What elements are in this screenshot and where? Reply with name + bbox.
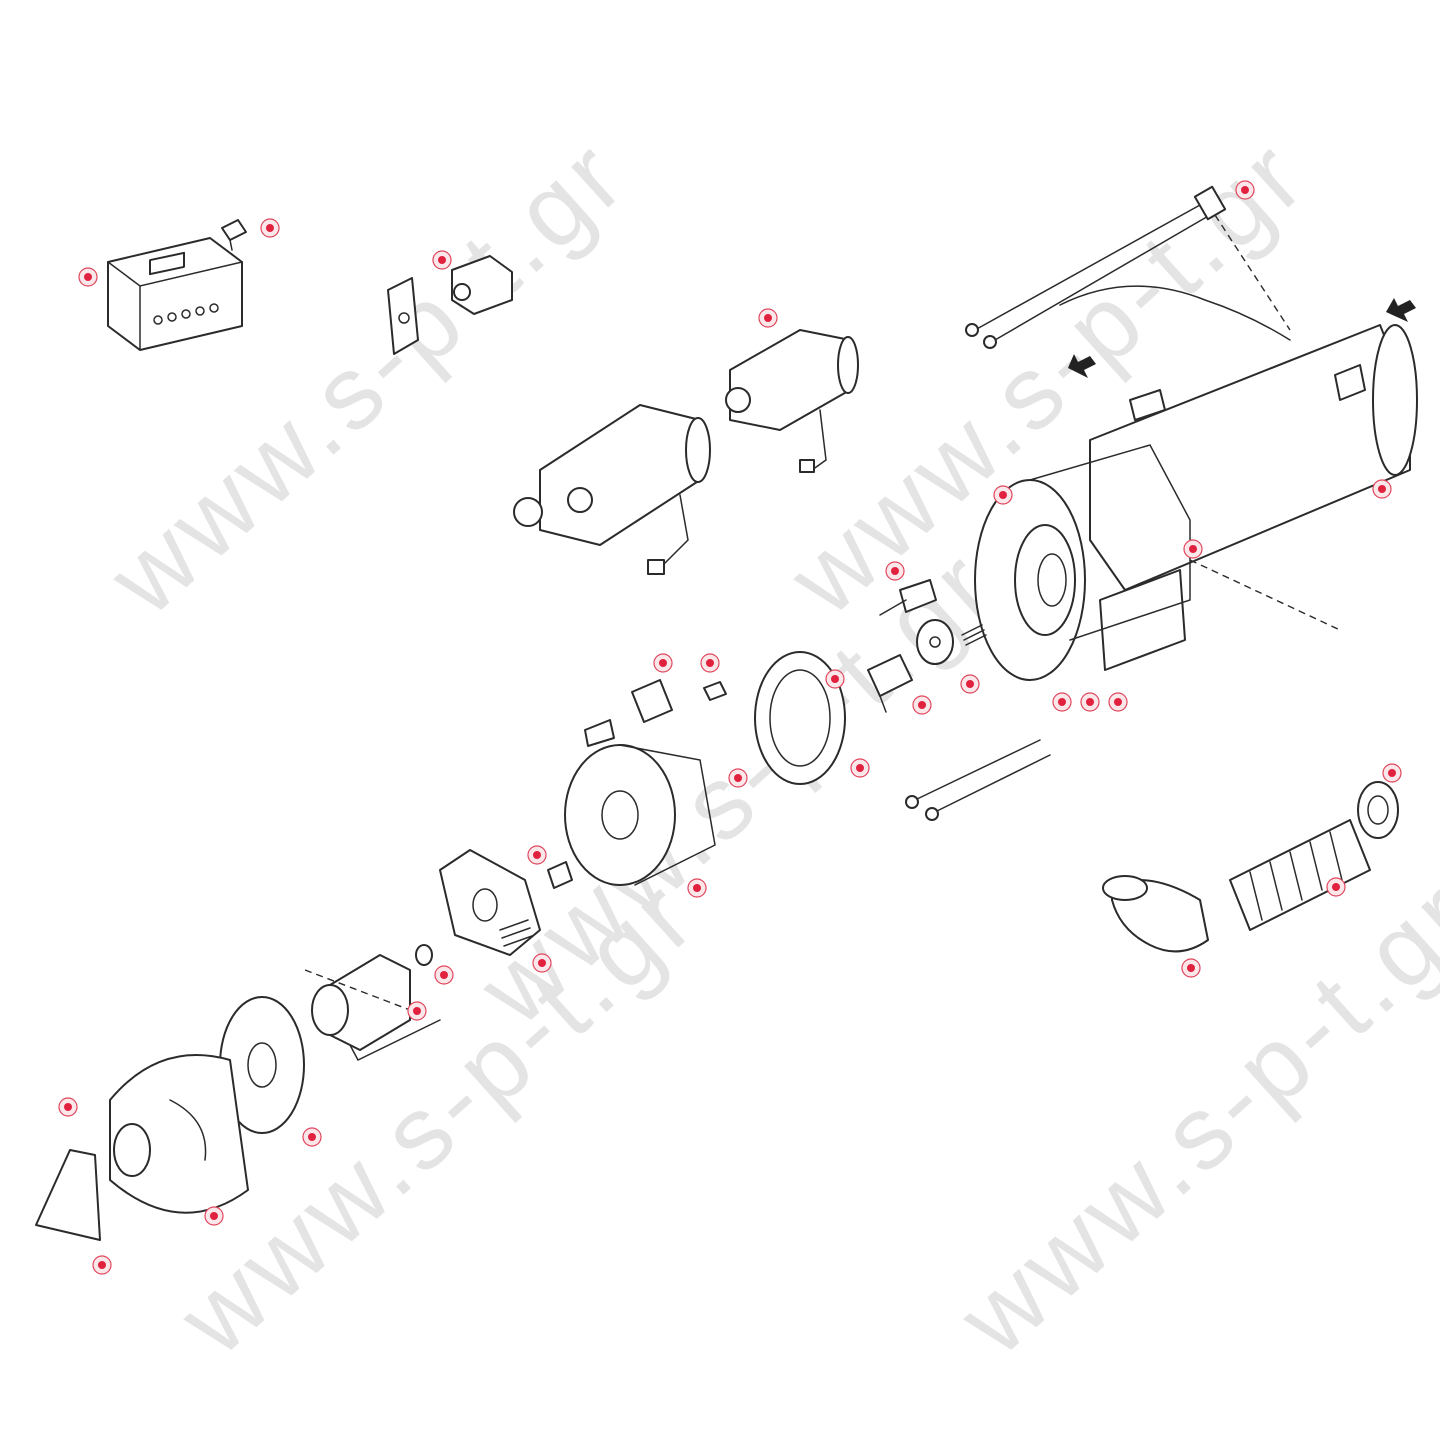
hotspot-fan-wheel[interactable]: [302, 1127, 322, 1147]
hotspot-dot-icon: [438, 256, 446, 264]
relay-bracket: [387, 277, 419, 355]
end-sleeve: [1357, 781, 1399, 839]
hotspot-fuel-pump-top[interactable]: [758, 308, 778, 328]
hotspot-dot-icon: [64, 1103, 72, 1111]
cap: [35, 1149, 101, 1241]
hotspot-bolt-3[interactable]: [1108, 692, 1128, 712]
flexible-hose: [1229, 819, 1371, 931]
hotspot-dot-icon: [764, 314, 772, 322]
valve: [867, 654, 913, 713]
hotspot-dot-icon: [1378, 485, 1386, 493]
control-panel: [107, 237, 243, 351]
hotspot-dot-icon: [1114, 698, 1122, 706]
hotspot-dot-icon: [1332, 883, 1340, 891]
hotspot-dot-icon: [413, 1007, 421, 1015]
hotspot-dot-icon: [538, 959, 546, 967]
hotspot-dot-icon: [999, 491, 1007, 499]
hotspot-disc[interactable]: [960, 674, 980, 694]
hotspot-clip[interactable]: [728, 768, 748, 788]
hotspot-dot-icon: [98, 1261, 106, 1269]
hotspot-dot-icon: [1058, 698, 1066, 706]
hotspot-burner-head[interactable]: [687, 878, 707, 898]
hotspot-circuit-board[interactable]: [532, 953, 552, 973]
sensor-t: [879, 579, 937, 616]
hotspot-terminal[interactable]: [700, 653, 720, 673]
hotspot-dot-icon: [210, 1212, 218, 1220]
hotspot-glow-plug-cable[interactable]: [1235, 180, 1255, 200]
hotspot-sensor-t[interactable]: [885, 561, 905, 581]
hotspot-dot-icon: [1086, 698, 1094, 706]
hotspot-dot-icon: [1187, 964, 1195, 972]
hotspot-control-unit[interactable]: [653, 653, 673, 673]
hotspot-dot-icon: [734, 774, 742, 782]
tie-rods: [905, 739, 1051, 821]
hotspot-dot-icon: [440, 971, 448, 979]
watermark-text-1: www.s-p-t.gr: [87, 116, 648, 638]
motor: [304, 954, 441, 1061]
hotspot-bolt-2[interactable]: [1080, 692, 1100, 712]
terminal: [703, 681, 727, 701]
hotspot-valve[interactable]: [825, 669, 845, 689]
spring: [961, 624, 987, 646]
circuit-board: [439, 849, 541, 956]
hotspot-sensor-plug[interactable]: [527, 845, 547, 865]
hotspot-dot-icon: [533, 851, 541, 859]
hotspot-dot-icon: [84, 273, 92, 281]
hotspot-gasket-ring[interactable]: [850, 758, 870, 778]
hotspot-dot-icon: [966, 680, 974, 688]
hotspot-dot-icon: [266, 224, 274, 232]
hotspot-cap[interactable]: [92, 1255, 112, 1275]
elbow-pipe: [1102, 875, 1209, 953]
hotspot-dot-icon: [659, 659, 667, 667]
hotspot-dot-icon: [918, 701, 926, 709]
hotspot-small-connector[interactable]: [260, 218, 280, 238]
glow-plug-cable: [965, 185, 1291, 349]
hotspot-control-panel[interactable]: [78, 267, 98, 287]
arrow-icon-right: [1386, 298, 1416, 322]
hotspot-flexible-hose[interactable]: [1326, 877, 1346, 897]
hotspot-dot-icon: [891, 567, 899, 575]
hotspot-cover-top[interactable]: [58, 1097, 78, 1117]
hotspot-dot-icon: [856, 764, 864, 772]
hotspot-gasket-large[interactable]: [1183, 539, 1203, 559]
hotspot-end-sleeve[interactable]: [1382, 763, 1402, 783]
cover-housing: [109, 1054, 249, 1214]
burner-head: [564, 719, 716, 886]
hotspot-dot-icon: [831, 675, 839, 683]
hotspot-dot-icon: [1189, 545, 1197, 553]
hotspot-dot-icon: [1241, 186, 1249, 194]
arrow-icon-left: [1068, 354, 1096, 378]
hotspot-dot-icon: [706, 659, 714, 667]
hotspot-bushing[interactable]: [434, 965, 454, 985]
fuel-pump-main: [513, 404, 711, 575]
disc: [916, 619, 954, 665]
small-connector: [221, 219, 247, 251]
sensor-plug: [547, 861, 573, 889]
hotspot-heat-exchanger[interactable]: [1372, 479, 1392, 499]
hotspot-elbow-pipe[interactable]: [1181, 958, 1201, 978]
hotspot-cover-bottom[interactable]: [204, 1206, 224, 1226]
hotspot-dot-icon: [693, 884, 701, 892]
hotspot-dot-icon: [1388, 769, 1396, 777]
combustion-chamber: [974, 444, 1191, 681]
hotspot-relay-switch[interactable]: [432, 250, 452, 270]
fuel-pump-top: [725, 329, 859, 473]
hotspot-combustion-chamber[interactable]: [993, 485, 1013, 505]
hotspot-valve-b[interactable]: [912, 695, 932, 715]
hotspot-bolt-1[interactable]: [1052, 692, 1072, 712]
hotspot-motor[interactable]: [407, 1001, 427, 1021]
hotspot-layer: [58, 180, 1402, 1275]
gasket-ring: [754, 651, 846, 785]
bushing: [415, 944, 433, 966]
relay-switch: [451, 255, 513, 315]
heat-exchanger: [1089, 324, 1418, 671]
hotspot-dot-icon: [308, 1133, 316, 1141]
control-unit: [631, 679, 673, 723]
